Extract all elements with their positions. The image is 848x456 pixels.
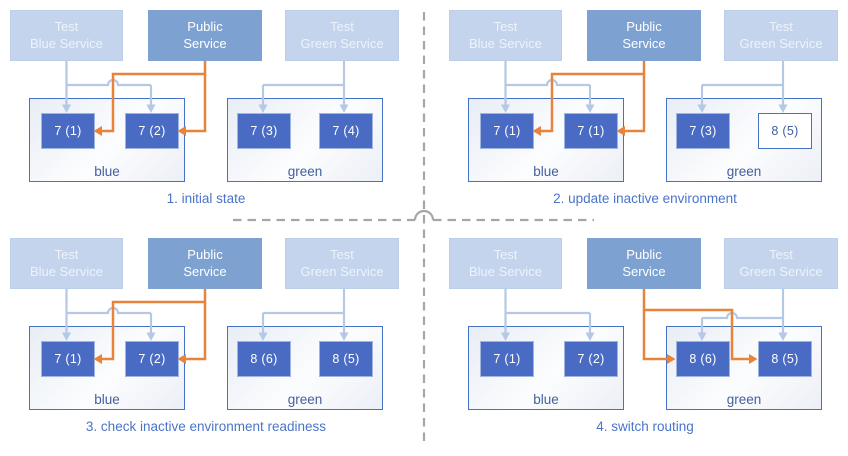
test-blue-service-label-line2: Blue Service — [30, 263, 103, 279]
divider-crossing-hop — [413, 209, 435, 221]
test-blue-service-label-line1: Test — [54, 18, 79, 34]
panel-4-switch-routing: Test Blue Service Public Service Test Gr… — [447, 228, 847, 456]
public-service-box: Public Service — [148, 10, 262, 61]
version-box-outlined: 8 (5) — [758, 113, 812, 149]
version-box: 7 (1) — [480, 341, 534, 377]
version-box: 7 (2) — [125, 341, 179, 377]
test-green-service-box: Test Green Service — [724, 10, 838, 61]
panel-title: 2. update inactive environment — [553, 191, 737, 206]
test-blue-service-box: Test Blue Service — [10, 10, 123, 61]
blue-environment-label: blue — [533, 392, 559, 407]
panel-title: 4. switch routing — [596, 419, 694, 434]
green-environment-box: 8 (6) 8 (5) green — [666, 326, 822, 410]
version-box: 7 (1) — [564, 113, 618, 149]
panel-3-check-inactive-environment-readiness: Test Blue Service Public Service Test Gr… — [8, 228, 408, 456]
test-green-service-label-line1: Test — [769, 246, 793, 262]
public-service-label-line2: Service — [183, 35, 227, 51]
test-green-service-box: Test Green Service — [724, 238, 838, 289]
version-box: 7 (1) — [41, 341, 95, 377]
test-blue-service-label-line1: Test — [493, 246, 518, 262]
test-blue-service-label-line2: Blue Service — [469, 35, 542, 51]
public-service-box: Public Service — [587, 238, 701, 289]
version-box: 8 (5) — [319, 341, 373, 377]
green-environment-label: green — [726, 164, 762, 179]
test-blue-service-box: Test Blue Service — [10, 238, 123, 289]
version-box: 7 (1) — [480, 113, 534, 149]
version-box: 7 (2) — [125, 113, 179, 149]
blue-environment-box: 7 (1) 7 (2) blue — [29, 326, 185, 410]
test-blue-service-label-line1: Test — [54, 246, 79, 262]
test-blue-service-label-line1: Test — [493, 18, 518, 34]
public-service-label-line1: Public — [187, 18, 223, 34]
blue-environment-box: 7 (1) 7 (2) blue — [29, 98, 185, 182]
green-environment-label: green — [726, 392, 762, 407]
version-box: 8 (6) — [676, 341, 730, 377]
test-green-service-label-line2: Green Service — [300, 263, 384, 279]
panel-title: 1. initial state — [166, 191, 246, 206]
test-green-service-label-line1: Test — [330, 246, 354, 262]
green-environment-box: 7 (3) 8 (5) green — [666, 98, 822, 182]
version-box: 7 (1) — [41, 113, 95, 149]
public-service-box: Public Service — [587, 10, 701, 61]
panel-1-initial-state: Test Blue Service Public Service Test Gr… — [8, 0, 408, 228]
test-green-service-label-line1: Test — [769, 18, 793, 34]
test-blue-service-label-line2: Blue Service — [30, 35, 103, 51]
test-green-service-label-line2: Green Service — [739, 35, 823, 51]
test-green-service-label-line2: Green Service — [739, 263, 823, 279]
blue-environment-label: blue — [533, 164, 559, 179]
public-service-label-line2: Service — [183, 263, 227, 279]
panel-2-update-inactive-environment: Test Blue Service Public Service Test Gr… — [447, 0, 847, 228]
version-box: 8 (6) — [237, 341, 291, 377]
version-box: 7 (4) — [319, 113, 373, 149]
panel-title: 3. check inactive environment readiness — [85, 419, 327, 434]
public-service-label-line1: Public — [626, 246, 662, 262]
green-environment-label: green — [287, 164, 323, 179]
blue-environment-box: 7 (1) 7 (2) blue — [468, 326, 624, 410]
test-green-service-box: Test Green Service — [285, 10, 399, 61]
green-environment-box: 8 (6) 8 (5) green — [227, 326, 383, 410]
version-box: 7 (3) — [676, 113, 730, 149]
blue-environment-label: blue — [94, 164, 120, 179]
public-service-label-line1: Public — [187, 246, 223, 262]
test-green-service-label-line2: Green Service — [300, 35, 384, 51]
version-box: 7 (3) — [237, 113, 291, 149]
test-blue-service-box: Test Blue Service — [449, 10, 562, 61]
green-environment-box: 7 (3) 7 (4) green — [227, 98, 383, 182]
blue-environment-box: 7 (1) 7 (1) blue — [468, 98, 624, 182]
public-service-label-line1: Public — [626, 18, 662, 34]
test-blue-service-label-line2: Blue Service — [469, 263, 542, 279]
green-environment-label: green — [287, 392, 323, 407]
version-box: 7 (2) — [564, 341, 618, 377]
test-green-service-box: Test Green Service — [285, 238, 399, 289]
test-blue-service-box: Test Blue Service — [449, 238, 562, 289]
blue-environment-label: blue — [94, 392, 120, 407]
version-box: 8 (5) — [758, 341, 812, 377]
test-green-service-label-line1: Test — [330, 18, 354, 34]
public-service-box: Public Service — [148, 238, 262, 289]
public-service-label-line2: Service — [622, 35, 666, 51]
public-service-label-line2: Service — [622, 263, 666, 279]
